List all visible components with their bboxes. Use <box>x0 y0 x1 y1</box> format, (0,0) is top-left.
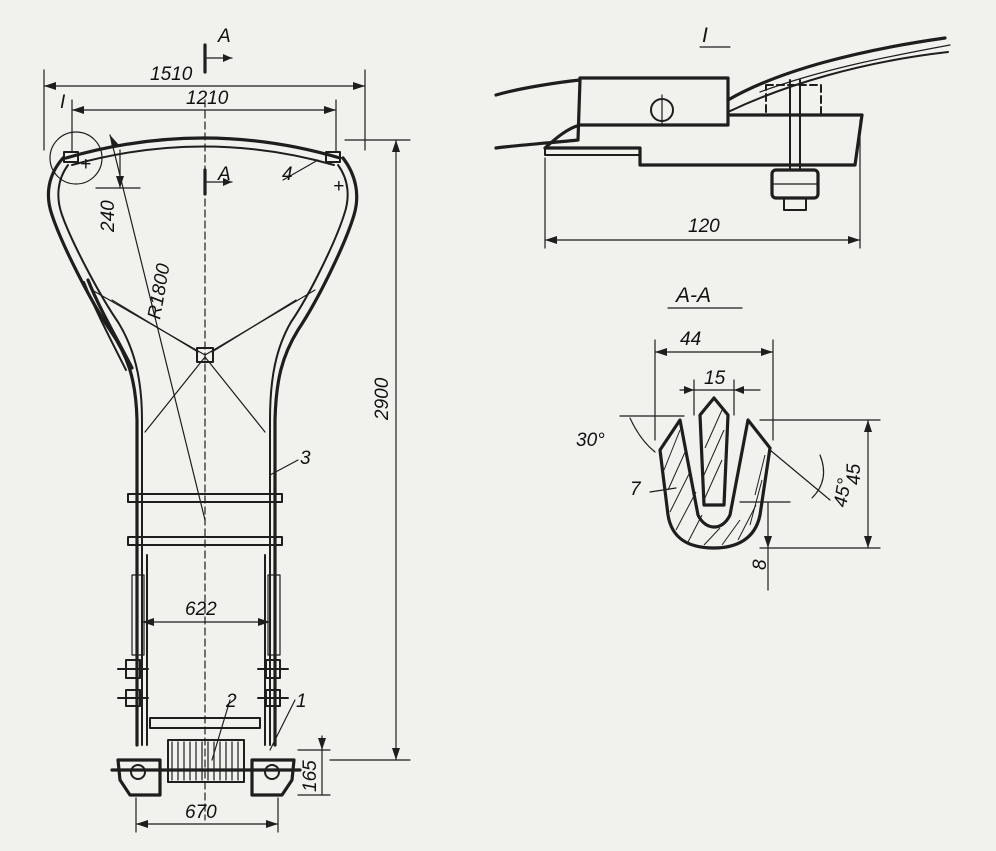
detail-circle-i <box>49 131 103 185</box>
section-aa-view: A-A <box>576 284 881 591</box>
dim-120: 120 <box>688 216 720 237</box>
frame-inner-left <box>57 164 143 746</box>
dim-1210: 1210 <box>186 88 229 109</box>
detail-clamp-block <box>543 76 864 167</box>
contact-strip-arc-inner <box>71 145 335 166</box>
left-view-labels: 1510 1210 A A I 4 3 2 1 622 670 240 R180… <box>60 26 393 823</box>
dim-45: 45 <box>844 463 865 485</box>
section-u-profile <box>658 418 772 550</box>
dim-44: 44 <box>680 329 701 350</box>
item-2-label: 2 <box>225 691 237 712</box>
frame-outer-right <box>273 156 359 747</box>
base-left <box>116 758 162 797</box>
detail-i-marker: I <box>60 92 66 113</box>
brace-left-lower <box>144 356 206 433</box>
brace-right-lower <box>204 356 266 433</box>
angle-30: 30° <box>576 430 605 451</box>
dim-240: 240 <box>98 200 119 233</box>
item-1-label: 1 <box>296 691 307 712</box>
left-view-dimensions <box>43 43 411 833</box>
dim-2900: 2900 <box>372 377 393 421</box>
dim-15: 15 <box>704 368 726 389</box>
section-hatching <box>663 409 766 546</box>
detail-horn <box>494 78 582 150</box>
section-aa-title: A-A <box>674 284 711 307</box>
svg-text:+: + <box>80 154 91 175</box>
angle-45: 45° <box>830 477 856 509</box>
section-a-mid: A <box>217 164 231 185</box>
section-a-top: A <box>217 26 231 47</box>
detail-i-title: I <box>702 24 708 47</box>
svg-text:+: + <box>333 176 344 197</box>
dim-622: 622 <box>185 599 217 620</box>
frame-inner-right <box>269 164 349 746</box>
dim-8: 8 <box>750 559 771 570</box>
pantograph-front-view: + + <box>46 99 359 821</box>
base-right <box>250 758 296 797</box>
section-center-rib <box>698 396 730 507</box>
item-7-label: 7 <box>630 479 642 500</box>
contact-strip-arc <box>64 136 342 160</box>
spring <box>167 739 245 783</box>
frame-outer-left <box>46 156 139 747</box>
dim-165: 165 <box>300 760 321 792</box>
dim-1510: 1510 <box>150 64 193 85</box>
detail-i-view: I 120 <box>494 24 951 249</box>
detail-contact-strip <box>726 36 947 102</box>
horn-left <box>86 278 134 370</box>
dim-670: 670 <box>185 802 217 823</box>
item-3-label: 3 <box>300 448 311 469</box>
item-4-label: 4 <box>282 164 293 185</box>
